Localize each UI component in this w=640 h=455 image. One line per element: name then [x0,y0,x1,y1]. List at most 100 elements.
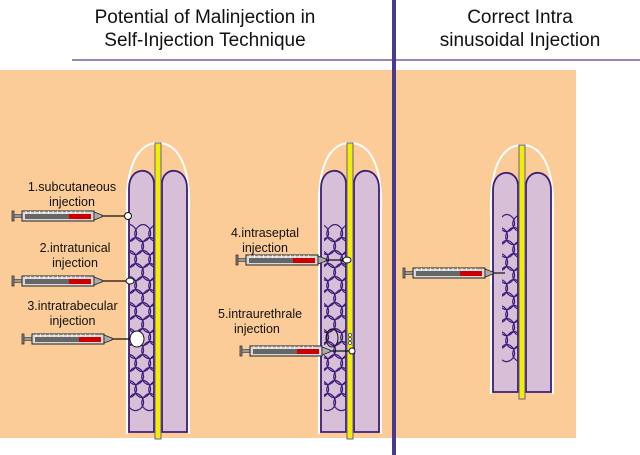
trabecular-cell [324,302,330,320]
syringe-plunger-rod [13,279,23,283]
syringe [11,275,135,287]
panel-divider [392,0,396,455]
trabecular-cell [502,331,509,349]
penis-cross-section-correct [489,143,555,400]
trabecular-cell [324,340,337,360]
syringe-plunger-cap [235,254,239,266]
trabecular-cell [324,236,337,256]
syringe-plunger [416,271,460,276]
trabecular-cell [324,380,330,398]
urethra [518,144,526,400]
syringe-hub [93,276,103,286]
title-underline-right [394,59,640,61]
trabecular-cell [502,213,516,233]
trabecular-cell [333,314,348,334]
urethral-fluid-dot [348,337,352,341]
trabecular-cell [141,314,158,334]
title-left-line1: Potential of Malinjection in [94,7,316,28]
corpus-cavernosum-right [353,169,380,433]
trabecular-cell [512,266,518,284]
trabecular-cell [502,253,509,271]
trabecular-cell [324,328,330,346]
trabecular-cell [324,354,330,372]
syringe-plunger-rod [237,258,247,262]
label-intratrabecular: 3.intratrabecular injection [10,299,135,329]
corpus-cavernosum-right [525,171,552,393]
trabecular-cell [340,250,348,269]
trabecular-cell [148,275,158,295]
trabecular-cell [134,223,152,243]
trabecular-cell [333,236,348,256]
injected-fluid [348,347,356,355]
trabecular-cell [502,279,509,297]
trabecular-cell [130,224,138,242]
trabecular-cell [141,366,158,386]
urethral-fluid-dot [348,333,352,337]
syringe-plunger-rod [404,271,414,275]
trabecular-cell [512,214,518,232]
misplaced-fluid-pocket [325,328,339,348]
trabecular-cell [502,343,516,363]
trabecular-cell [512,344,518,362]
syringe-plunger [35,337,79,342]
injected-fluid [124,212,132,220]
trabecular-cell [148,379,158,399]
trabecular-cell [324,366,337,386]
syringe-plunger-rod [13,214,23,218]
syringe-hub [103,334,113,344]
trabecular-cell [505,304,518,324]
trabecular-cell [148,353,158,373]
trabecular-tissue [502,213,518,363]
injected-fluid [342,256,352,264]
trabecular-cell [130,262,145,282]
trabecular-cell [134,275,152,295]
urethral-fluid-dot [348,341,352,345]
syringe-plunger [253,349,297,354]
trabecular-cell [502,291,516,311]
trabecular-cell [130,380,138,398]
label-intraurethrale: 5.intraurethrale injection [218,307,328,337]
title-left-line2: Self-Injection Technique [104,30,306,51]
label-line: injection [242,241,288,255]
penis-cross-section-1 [125,141,191,440]
label-line: 2.intratunical [39,241,111,255]
trabecular-cell [134,249,152,269]
trabecular-cell [512,292,518,310]
trabecular-tissue [324,223,348,412]
syringes [11,210,505,357]
trabecular-cell [340,380,348,399]
trabecular-cell [130,392,145,412]
trabecular-cell [324,392,337,412]
trabecular-cell [324,250,330,268]
trabecular-cell [505,226,518,246]
syringe-plunger [249,258,293,263]
penis-cross-section-2 [317,141,383,440]
trabecular-cell [333,392,348,412]
injected-fluid [129,330,145,348]
label-line: 1.subcutaneous [27,180,117,194]
trabecular-cell [326,223,344,243]
trabecular-cell [326,327,344,347]
syringe-blood [293,258,315,263]
trabecular-cell [333,340,348,360]
label-subcutaneous: 1.subcutaneous injection [12,180,132,210]
trabecular-cell [130,250,138,268]
trabecular-cell [340,354,348,373]
title-correct-injection: Correct Intra sinusoidal Injection [400,6,640,52]
title-malinjection: Potential of Malinjection in Self-Inject… [40,6,370,52]
trabecular-cell [326,301,344,321]
trabecular-cell [148,223,158,243]
trabecular-cell [130,314,145,334]
trabecular-cell [134,353,152,373]
injected-fluid [125,277,135,285]
syringe [239,345,356,357]
trabecular-cell [130,354,138,372]
diagram-background [0,70,576,438]
label-intraseptal: 4.intraseptal injection [220,226,310,256]
syringe-plunger-cap [239,345,243,357]
trabecular-cell [512,240,518,258]
label-line: injection [234,322,280,336]
trabecular-cell [326,249,344,269]
trabecular-cell [340,276,348,295]
trabecular-cell [148,301,158,321]
